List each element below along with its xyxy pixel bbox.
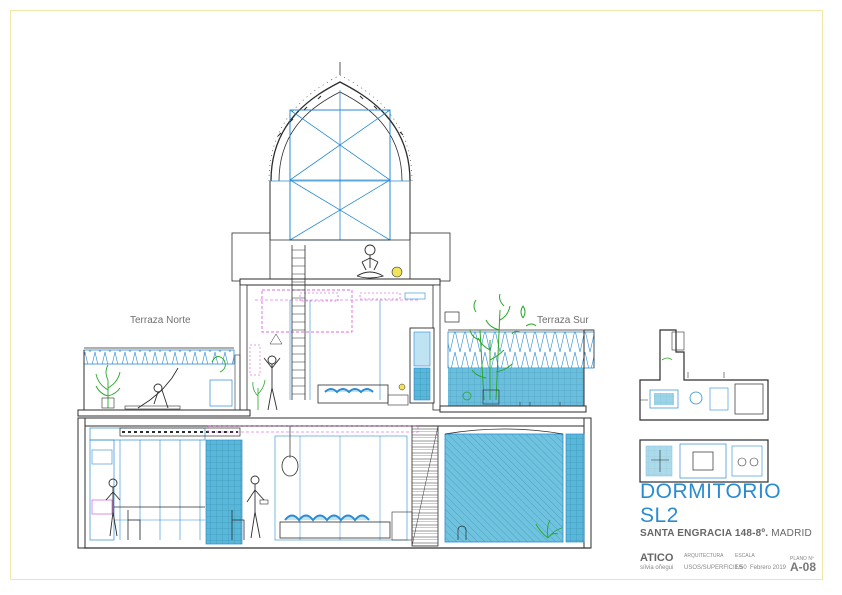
drawing-title-line1: DORMITORIO bbox=[640, 480, 782, 503]
drawing-scale: 1/50 bbox=[735, 565, 747, 571]
address-street: SANTA ENGRACIA 148-8º. bbox=[640, 528, 769, 539]
author-name: sílvia oñegui bbox=[640, 565, 674, 571]
sheet-number: A-08 bbox=[790, 560, 817, 574]
drawing-title-line2: SL2 bbox=[640, 504, 679, 527]
dome-structure bbox=[231, 62, 451, 282]
escala-caption: ESCALA bbox=[735, 553, 755, 559]
title-block: DORMITORIO SL2 SANTA ENGRACIA 148-8º. MA… bbox=[640, 480, 820, 580]
label-terraza-sur: Terraza Sur bbox=[537, 315, 589, 326]
drawing-date: Febrero 2019 bbox=[750, 565, 787, 571]
arquitectura-caption: ARQUITECTURA bbox=[684, 553, 724, 559]
unit-label: ATICO bbox=[640, 552, 674, 564]
drawing-subject: USOS/SUPERFICIES bbox=[684, 565, 743, 571]
address-city: MADRID bbox=[771, 528, 812, 539]
terraza-sur bbox=[439, 293, 595, 413]
plan-thumbnail-upper bbox=[639, 329, 769, 421]
label-terraza-norte: Terraza Norte bbox=[130, 315, 191, 326]
terraza-norte bbox=[77, 333, 283, 417]
drawing-sheet-frame bbox=[10, 10, 823, 580]
plan-thumbnail-lower bbox=[639, 439, 769, 483]
lower-level bbox=[77, 417, 592, 549]
plano-caption: PLANO Nº bbox=[790, 556, 814, 562]
project-address: SANTA ENGRACIA 148-8º. MADRID bbox=[640, 528, 820, 539]
